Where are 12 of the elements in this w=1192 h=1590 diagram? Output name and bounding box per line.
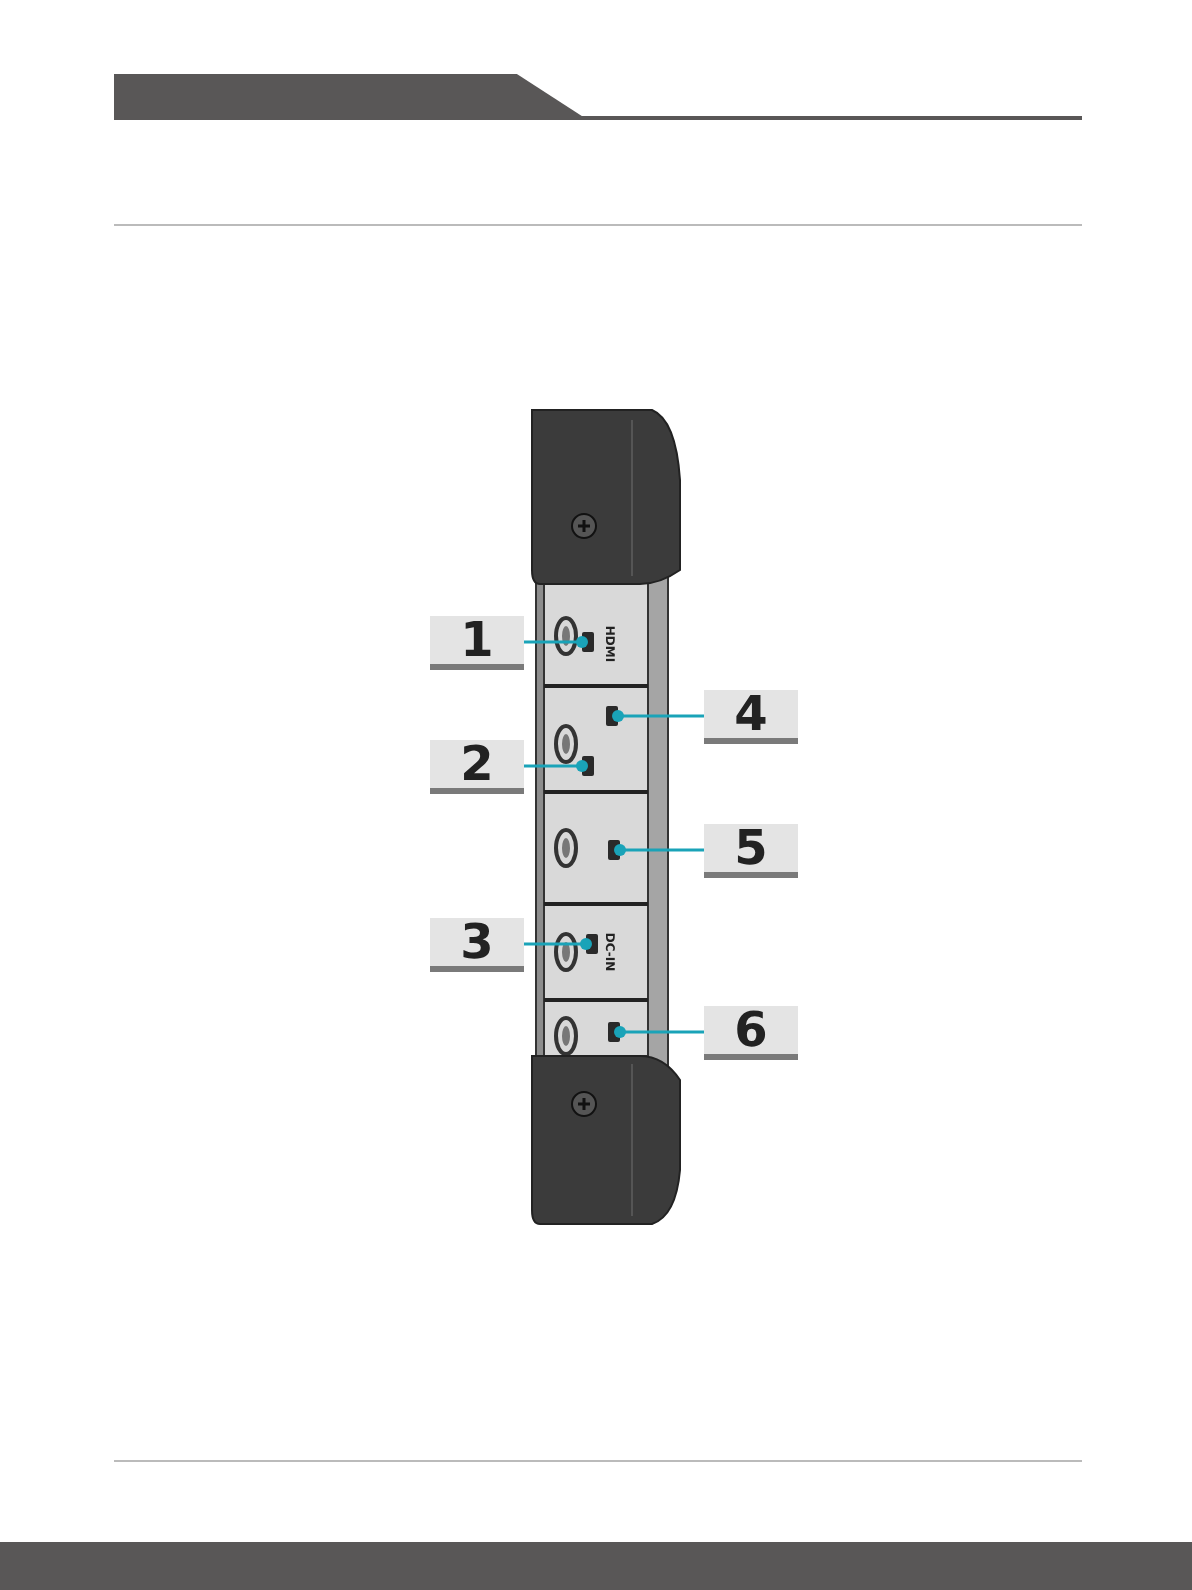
- leader-line: [524, 760, 588, 772]
- leader-line: [612, 710, 704, 722]
- callout-number: 1: [430, 616, 524, 670]
- callout-number: 6: [704, 1006, 798, 1060]
- callout-number: 3: [430, 918, 524, 972]
- leader-line: [614, 1026, 704, 1038]
- callout-number: 4: [704, 690, 798, 744]
- callout-number: 2: [430, 740, 524, 794]
- callout-number: 5: [704, 824, 798, 878]
- leader-line: [524, 938, 592, 950]
- leader-line: [524, 636, 588, 648]
- leader-line: [614, 844, 704, 856]
